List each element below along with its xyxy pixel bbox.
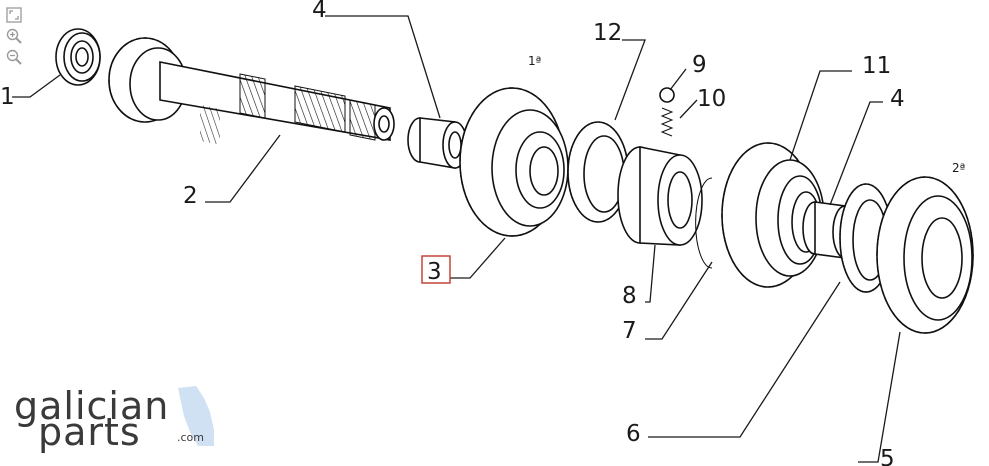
logo-domain: .com xyxy=(177,431,204,444)
callout-1: 1 xyxy=(0,84,15,110)
callout-4-right: 4 xyxy=(890,86,905,112)
part-5-second-gear xyxy=(876,176,974,334)
second-gear-label: 2ª xyxy=(952,161,965,175)
part-1-bearing xyxy=(55,28,101,86)
callout-7: 7 xyxy=(622,318,637,344)
zoom-in-icon xyxy=(6,28,22,44)
callout-9: 9 xyxy=(692,52,707,78)
logo-line-2: parts xyxy=(38,410,141,454)
part-8-synchro-sleeve xyxy=(617,146,703,246)
part-10-spring xyxy=(660,107,674,137)
callout-2: 2 xyxy=(183,183,198,209)
leader-lines xyxy=(12,15,901,463)
callout-6: 6 xyxy=(626,421,641,447)
part-4-needle-bearing-left xyxy=(407,117,468,169)
callout-8: 8 xyxy=(622,283,637,309)
part-2-main-shaft xyxy=(108,37,395,145)
fullscreen-button[interactable] xyxy=(5,6,23,24)
part-3-first-gear xyxy=(459,87,569,237)
part-7-circlip xyxy=(695,177,713,269)
zoom-out-button[interactable] xyxy=(5,48,23,66)
expand-icon xyxy=(6,7,22,23)
callout-10: 10 xyxy=(697,86,726,112)
callout-12: 12 xyxy=(593,20,622,46)
first-gear-label: 1ª xyxy=(528,54,541,68)
callout-11: 11 xyxy=(862,53,891,79)
callout-3[interactable]: 3 xyxy=(427,259,442,285)
callout-4-left: 4 xyxy=(312,0,327,23)
part-9-detent-ball xyxy=(659,87,675,103)
zoom-in-button[interactable] xyxy=(5,27,23,45)
callout-5: 5 xyxy=(880,446,895,466)
callout-3-highlight xyxy=(421,255,451,284)
zoom-out-icon xyxy=(6,49,22,65)
logo-map-shape xyxy=(178,386,214,446)
galician-parts-logo: galician parts .com xyxy=(14,384,214,454)
logo-line-1: galician xyxy=(14,384,169,428)
